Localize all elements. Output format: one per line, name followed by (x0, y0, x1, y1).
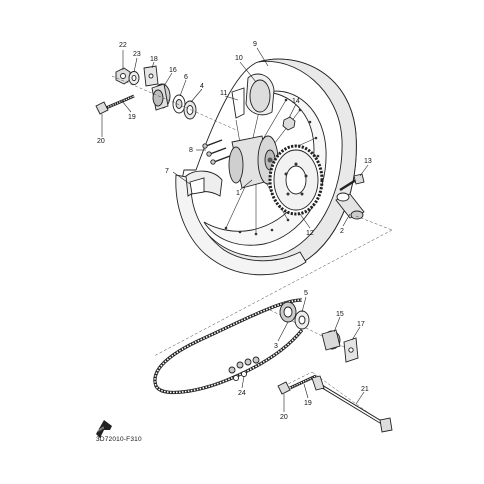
adjuster-18 (143, 65, 159, 87)
callout-4: 4 (200, 83, 204, 90)
drive-chain (153, 298, 304, 394)
bolt-13 (339, 173, 365, 192)
axle-nut-22 (115, 67, 131, 85)
sprocket (268, 144, 324, 216)
chain-links-24 (228, 356, 260, 382)
callout-7: 7 (165, 168, 169, 175)
callout-16: 16 (169, 67, 177, 74)
collar-2 (335, 192, 365, 220)
callout-12: 12 (306, 230, 314, 237)
washer-20-lower (277, 381, 291, 395)
diagram-reference-code: 3D72010-F310 (96, 436, 142, 443)
adjuster-17-lower (343, 337, 359, 363)
callout-13: 13 (364, 158, 372, 165)
callout-10: 10 (235, 55, 243, 62)
callout-1: 1 (236, 190, 240, 197)
axle-21 (311, 375, 393, 433)
oil-seal-6 (172, 94, 186, 114)
seal-5-lower (294, 310, 310, 330)
washer-23 (128, 71, 140, 85)
collar-15-lower (321, 329, 341, 351)
bolts-8 (202, 139, 231, 165)
callout-3: 3 (274, 343, 278, 350)
callout-23: 23 (133, 51, 141, 58)
collar-16 (151, 83, 171, 111)
callout-15: 15 (336, 311, 344, 318)
callout-labels: 22 23 18 16 6 4 19 20 9 10 11 14 8 7 1 1… (97, 41, 372, 421)
nuts-14 (282, 116, 296, 131)
callout-11: 11 (220, 90, 227, 97)
callout-24: 24 (238, 390, 246, 397)
callout-20-lower: 20 (280, 414, 288, 421)
callout-21: 21 (361, 386, 369, 393)
callout-19-top: 19 (128, 114, 136, 121)
callout-6: 6 (184, 74, 188, 81)
callout-2: 2 (340, 228, 344, 235)
callout-20-top: 20 (97, 138, 105, 145)
forward-arrow-icon: FWD (96, 420, 112, 438)
callout-18: 18 (150, 56, 158, 63)
callout-14: 14 (292, 98, 300, 105)
callout-8: 8 (189, 147, 193, 154)
bearing-3-lower (279, 301, 297, 323)
adjusting-bolt-19-top (95, 94, 135, 115)
rim-band (185, 170, 223, 197)
callout-9: 9 (253, 41, 257, 48)
callout-19-lower: 19 (304, 400, 312, 407)
callout-5: 5 (304, 290, 308, 297)
leader-lines (101, 47, 369, 412)
forward-badge-text: FWD (97, 425, 106, 433)
hub (228, 135, 279, 189)
callout-17: 17 (357, 321, 365, 328)
bearing-4 (183, 100, 197, 120)
hub-cover (231, 73, 275, 119)
callout-22: 22 (119, 42, 127, 49)
